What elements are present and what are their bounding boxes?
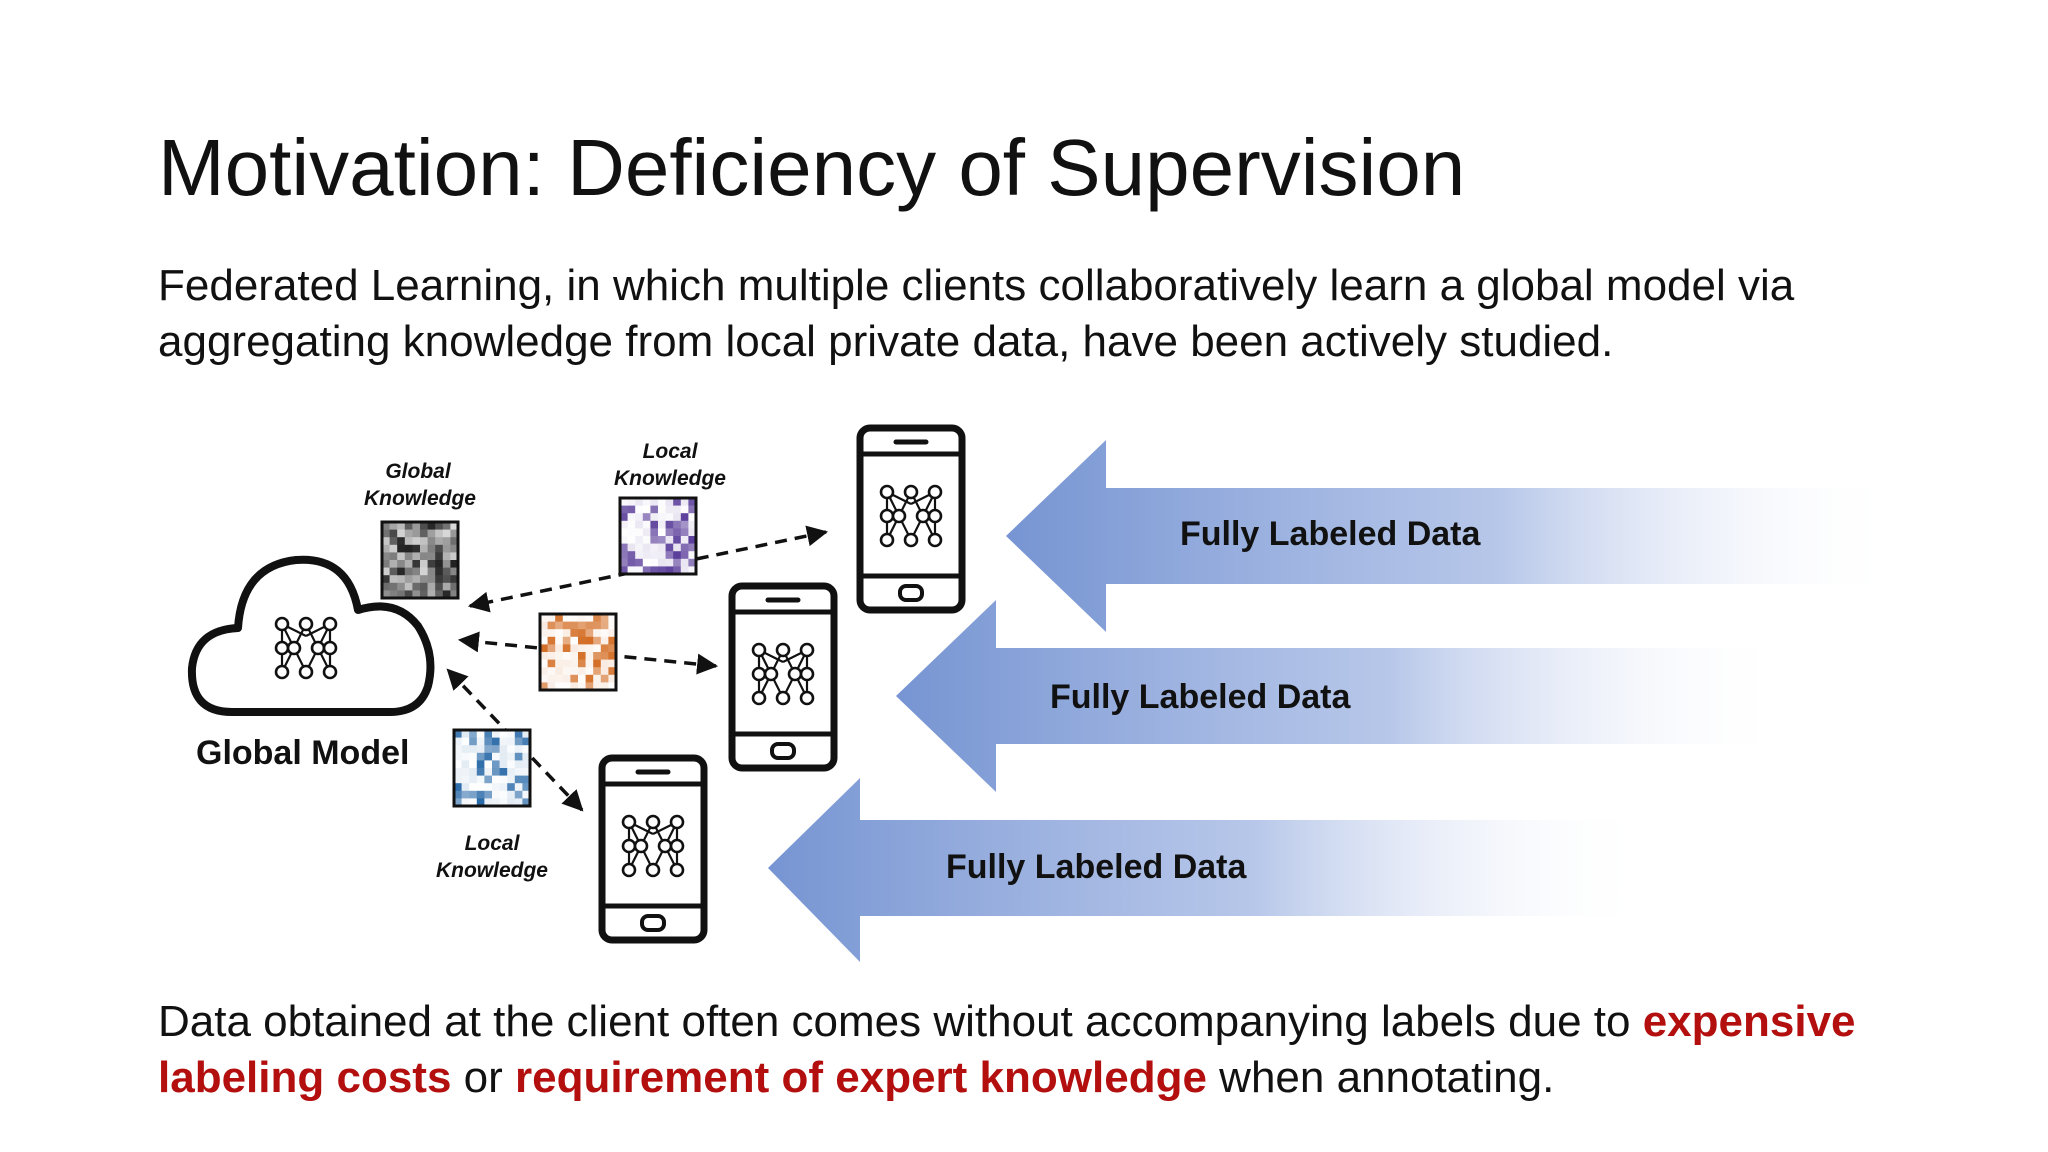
global-model-label: Global Model [196, 734, 409, 772]
local-knowledge-orange-patch [538, 612, 618, 692]
global-knowledge-label-line2: Knowledge [364, 487, 476, 510]
arrow-2-label: Fully Labeled Data [1050, 678, 1351, 716]
arrow-1-label: Fully Labeled Data [1180, 515, 1481, 553]
highlight-expert-knowledge: requirement of expert knowledge [515, 1053, 1207, 1102]
local-knowledge-blue-patch [452, 728, 532, 808]
local-knowledge-purple-patch [618, 496, 698, 576]
conclusion-paragraph: Data obtained at the client often comes … [158, 994, 1978, 1106]
labeled-data-arrow-1: Fully Labeled Data [1006, 440, 1900, 632]
arrow-3-label: Fully Labeled Data [946, 848, 1247, 886]
conclusion-part2: or [451, 1053, 515, 1102]
cloud-icon [187, 555, 435, 716]
global-knowledge-label-line1: Global [385, 460, 452, 483]
local-knowledge-bottom-line2: Knowledge [436, 859, 548, 882]
dashed-arrow-bottom [446, 668, 584, 812]
phone-icon-middle [728, 582, 838, 772]
phone-icon-top [856, 424, 966, 614]
knowledge-patches-overlay [380, 496, 698, 808]
conclusion-part3: when annotating. [1206, 1053, 1555, 1102]
global-knowledge-patch [380, 520, 460, 600]
local-knowledge-bottom-line1: Local [465, 832, 521, 855]
intro-paragraph: Federated Learning, in which multiple cl… [158, 261, 1795, 366]
labeled-data-arrow-2: Fully Labeled Data [896, 600, 1790, 792]
conclusion-part1: Data obtained at the client often comes … [158, 997, 1643, 1046]
local-knowledge-top-line2: Knowledge [614, 467, 726, 490]
labeled-data-arrow-3: Fully Labeled Data [768, 778, 1650, 962]
local-knowledge-top-line1: Local [643, 440, 699, 463]
highlight-labeling-costs: expensive labeling costs [158, 997, 1856, 1102]
phone-icon-bottom [598, 754, 708, 944]
slide-title: Motivation: Deficiency of Supervision [158, 123, 1466, 212]
